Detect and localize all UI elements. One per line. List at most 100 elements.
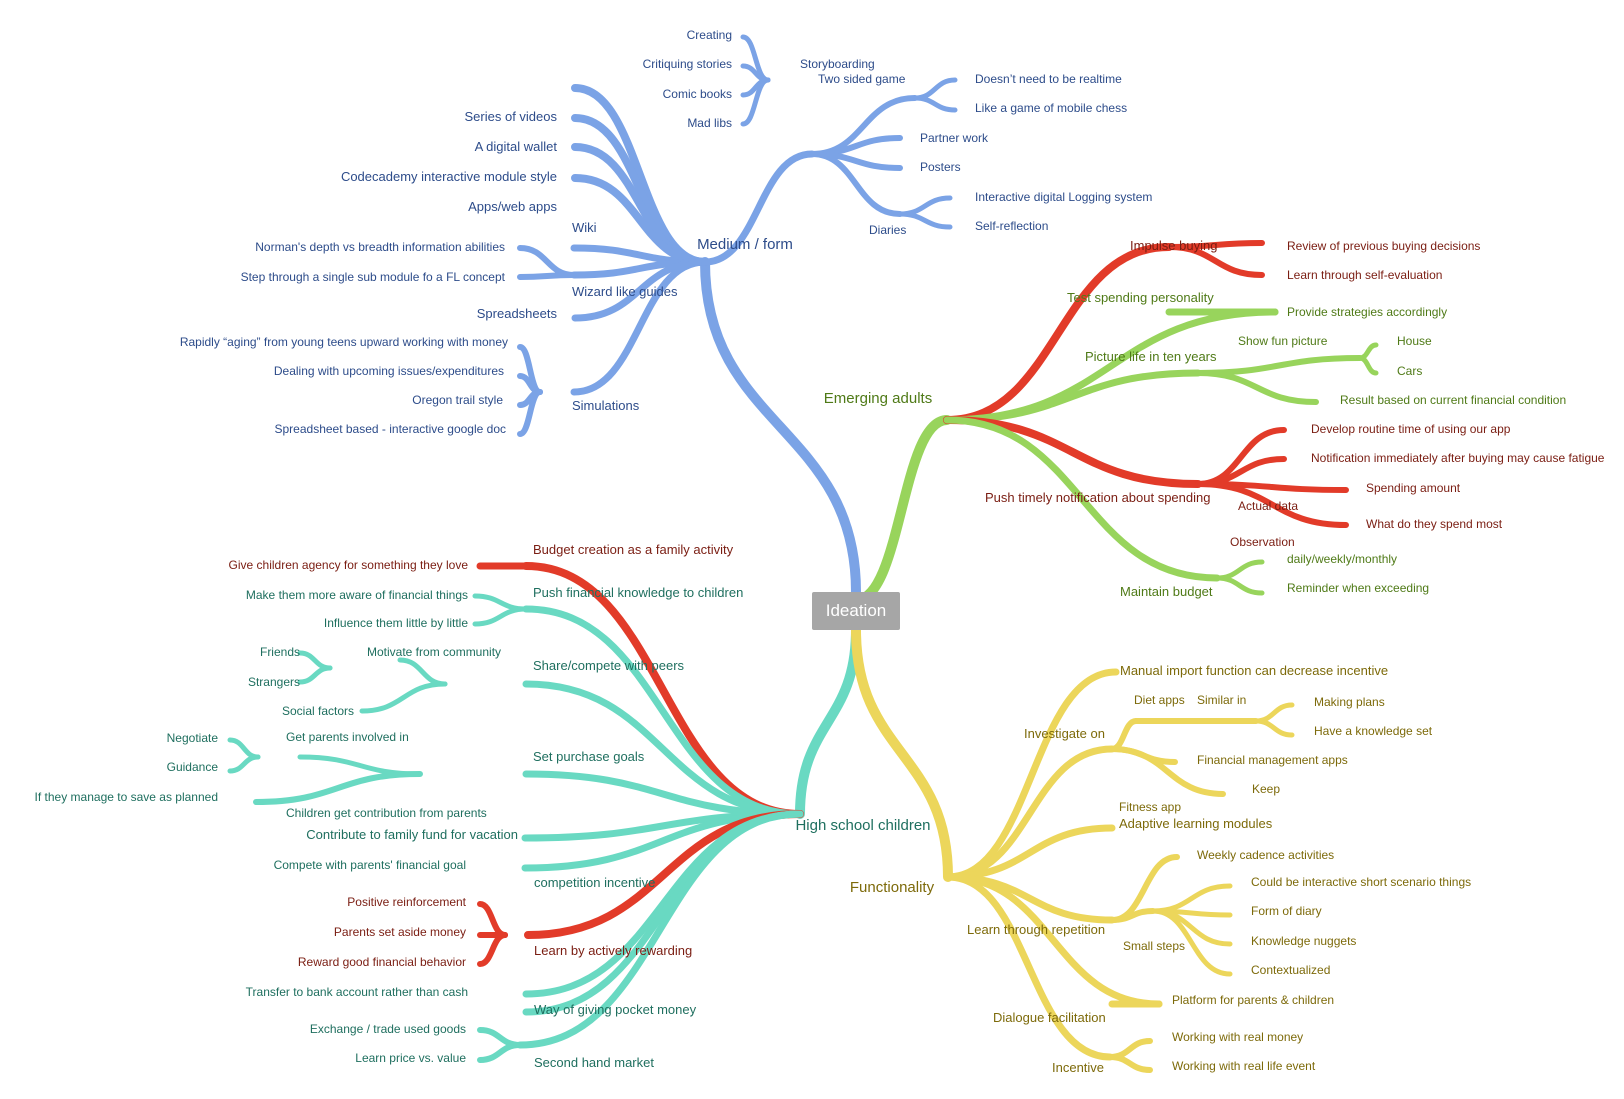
node-more-aware[interactable]: Make them more aware of financial things	[246, 588, 468, 602]
node-show-fun-picture[interactable]: Show fun picture	[1238, 334, 1328, 348]
node-codecademy[interactable]: Codecademy interactive module style	[341, 169, 557, 184]
node-knowledge-nuggets[interactable]: Knowledge nuggets	[1251, 934, 1356, 948]
node-form-of-diary[interactable]: Form of diary	[1251, 904, 1322, 918]
node-budget-family[interactable]: Budget creation as a family activity	[533, 542, 734, 557]
node-spreadsheet-based[interactable]: Spreadsheet based - interactive google d…	[275, 422, 507, 436]
node-set-aside[interactable]: Parents set aside money	[334, 925, 466, 939]
node-similar-in[interactable]: Similar in	[1197, 693, 1246, 707]
node-upcoming-issues[interactable]: Dealing with upcoming issues/expenditure…	[274, 364, 504, 378]
node-digital-wallet[interactable]: A digital wallet	[475, 139, 558, 154]
node-notification-fatigue[interactable]: Notification immediately after buying ma…	[1311, 451, 1605, 465]
node-review-decisions[interactable]: Review of previous buying decisions	[1287, 239, 1480, 253]
node-friends[interactable]: Friends	[260, 645, 300, 659]
node-positive-reinforcement[interactable]: Positive reinforcement	[347, 895, 466, 909]
node-impulse-buying[interactable]: Impulse buying	[1130, 238, 1217, 253]
node-push-knowledge[interactable]: Push financial knowledge to children	[533, 585, 743, 600]
node-incentive[interactable]: Incentive	[1052, 1060, 1104, 1075]
node-two-sided-game[interactable]: Two sided game	[818, 72, 906, 86]
node-adaptive-modules[interactable]: Adaptive learning modules	[1119, 816, 1273, 831]
node-give-agency[interactable]: Give children agency for something they …	[229, 558, 469, 572]
node-social-factors[interactable]: Social factors	[282, 704, 354, 718]
node-real-life-event[interactable]: Working with real life event	[1172, 1059, 1316, 1073]
node-spend-most[interactable]: What do they spend most	[1366, 517, 1503, 531]
node-contextualized[interactable]: Contextualized	[1251, 963, 1330, 977]
node-observation[interactable]: Observation	[1230, 535, 1295, 549]
node-compete-parents[interactable]: Compete with parents' financial goal	[274, 858, 466, 872]
node-weekly-cadence[interactable]: Weekly cadence activities	[1197, 848, 1334, 862]
node-real-money[interactable]: Working with real money	[1172, 1030, 1303, 1044]
node-family-fund[interactable]: Contribute to family fund for vacation	[306, 827, 518, 842]
node-spreadsheets[interactable]: Spreadsheets	[477, 306, 558, 321]
node-simulations[interactable]: Simulations	[572, 398, 640, 413]
node-fitness-app[interactable]: Fitness app	[1119, 800, 1181, 814]
node-making-plans[interactable]: Making plans	[1314, 695, 1385, 709]
node-mad-libs[interactable]: Mad libs	[687, 116, 732, 130]
node-actively-rewarding[interactable]: Learn by actively rewarding	[534, 943, 692, 958]
node-dialogue-facilitation[interactable]: Dialogue facilitation	[993, 1010, 1106, 1025]
node-keep[interactable]: Keep	[1252, 782, 1280, 796]
node-cars[interactable]: Cars	[1397, 364, 1422, 378]
node-critiquing[interactable]: Critiquing stories	[643, 57, 732, 71]
node-guidance[interactable]: Guidance	[167, 760, 219, 774]
node-negotiate[interactable]: Negotiate	[167, 731, 219, 745]
node-competition-incentive[interactable]: competition incentive	[534, 875, 655, 890]
node-share-compete[interactable]: Share/compete with peers	[533, 658, 685, 673]
node-provide-strategies[interactable]: Provide strategies accordingly	[1287, 305, 1447, 319]
node-reminder[interactable]: Reminder when exceeding	[1287, 581, 1429, 595]
node-diaries[interactable]: Diaries	[869, 223, 906, 237]
node-push-notification[interactable]: Push timely notification about spending	[985, 490, 1210, 505]
node-learn-repetition[interactable]: Learn through repetition	[967, 922, 1105, 937]
node-creating[interactable]: Creating	[687, 28, 732, 42]
node-wizard-like-guides[interactable]: Wizard like guides	[572, 284, 678, 299]
branch-label-medium-form[interactable]: Medium / form	[697, 236, 793, 253]
node-logging-system[interactable]: Interactive digital Logging system	[975, 190, 1152, 204]
node-aging[interactable]: Rapidly “aging” from young teens upward …	[180, 335, 508, 349]
node-apps-web-apps[interactable]: Apps/web apps	[468, 199, 557, 214]
node-motivate-community[interactable]: Motivate from community	[367, 645, 501, 659]
node-small-steps[interactable]: Small steps	[1123, 939, 1185, 953]
node-manual-import[interactable]: Manual import function can decrease ince…	[1120, 663, 1388, 678]
node-daily-weekly[interactable]: daily/weekly/monthly	[1287, 552, 1397, 566]
node-knowledge-set[interactable]: Have a knowledge set	[1314, 724, 1433, 738]
node-strangers[interactable]: Strangers	[248, 675, 300, 689]
node-storyboarding[interactable]: Storyboarding	[800, 57, 875, 71]
node-oregon-trail[interactable]: Oregon trail style	[412, 393, 503, 407]
node-get-parents[interactable]: Get parents involved in	[286, 730, 409, 744]
node-test-spending[interactable]: Test spending personality	[1067, 290, 1214, 305]
node-influence[interactable]: Influence them little by little	[324, 616, 468, 630]
node-step-through[interactable]: Step through a single sub module fo a FL…	[241, 270, 506, 284]
node-norman[interactable]: Norman's depth vs breadth information ab…	[255, 240, 505, 254]
node-spending-amount[interactable]: Spending amount	[1366, 481, 1461, 495]
node-financial-apps[interactable]: Financial management apps	[1197, 753, 1348, 767]
branch-label-emerging-adults[interactable]: Emerging adults	[824, 390, 932, 407]
node-actual-data[interactable]: Actual data	[1238, 499, 1298, 513]
node-self-reflection[interactable]: Self-reflection	[975, 219, 1048, 233]
node-develop-routine[interactable]: Develop routine time of using our app	[1311, 422, 1511, 436]
node-self-evaluation[interactable]: Learn through self-evaluation	[1287, 268, 1442, 282]
node-posters[interactable]: Posters	[920, 160, 961, 174]
node-wiki[interactable]: Wiki	[572, 220, 597, 235]
node-platform-parents[interactable]: Platform for parents & children	[1172, 993, 1334, 1007]
node-pocket-money[interactable]: Way of giving pocket money	[534, 1002, 697, 1017]
root-node[interactable]	[812, 592, 900, 630]
node-result-based[interactable]: Result based on current financial condit…	[1340, 393, 1566, 407]
branch-label-high-school[interactable]: High school children	[795, 817, 930, 834]
node-picture-life[interactable]: Picture life in ten years	[1085, 349, 1217, 364]
node-transfer-bank[interactable]: Transfer to bank account rather than cas…	[246, 985, 468, 999]
node-mobile-chess[interactable]: Like a game of mobile chess	[975, 101, 1127, 115]
node-partner-work[interactable]: Partner work	[920, 131, 989, 145]
node-second-hand[interactable]: Second hand market	[534, 1055, 654, 1070]
node-contribution[interactable]: Children get contribution from parents	[286, 806, 487, 820]
node-series-of-videos[interactable]: Series of videos	[465, 109, 558, 124]
node-price-value[interactable]: Learn price vs. value	[355, 1051, 466, 1065]
node-investigate-on[interactable]: Investigate on	[1024, 726, 1105, 741]
branch-label-functionality[interactable]: Functionality	[850, 879, 935, 896]
node-house[interactable]: House	[1397, 334, 1432, 348]
node-maintain-budget[interactable]: Maintain budget	[1120, 584, 1213, 599]
node-diet-apps[interactable]: Diet apps	[1134, 693, 1185, 707]
node-not-realtime[interactable]: Doesn’t need to be realtime	[975, 72, 1122, 86]
node-set-goals[interactable]: Set purchase goals	[533, 749, 645, 764]
node-scenario-things[interactable]: Could be interactive short scenario thin…	[1251, 875, 1471, 889]
node-save-planned[interactable]: If they manage to save as planned	[35, 790, 218, 804]
node-comic-books[interactable]: Comic books	[663, 87, 732, 101]
